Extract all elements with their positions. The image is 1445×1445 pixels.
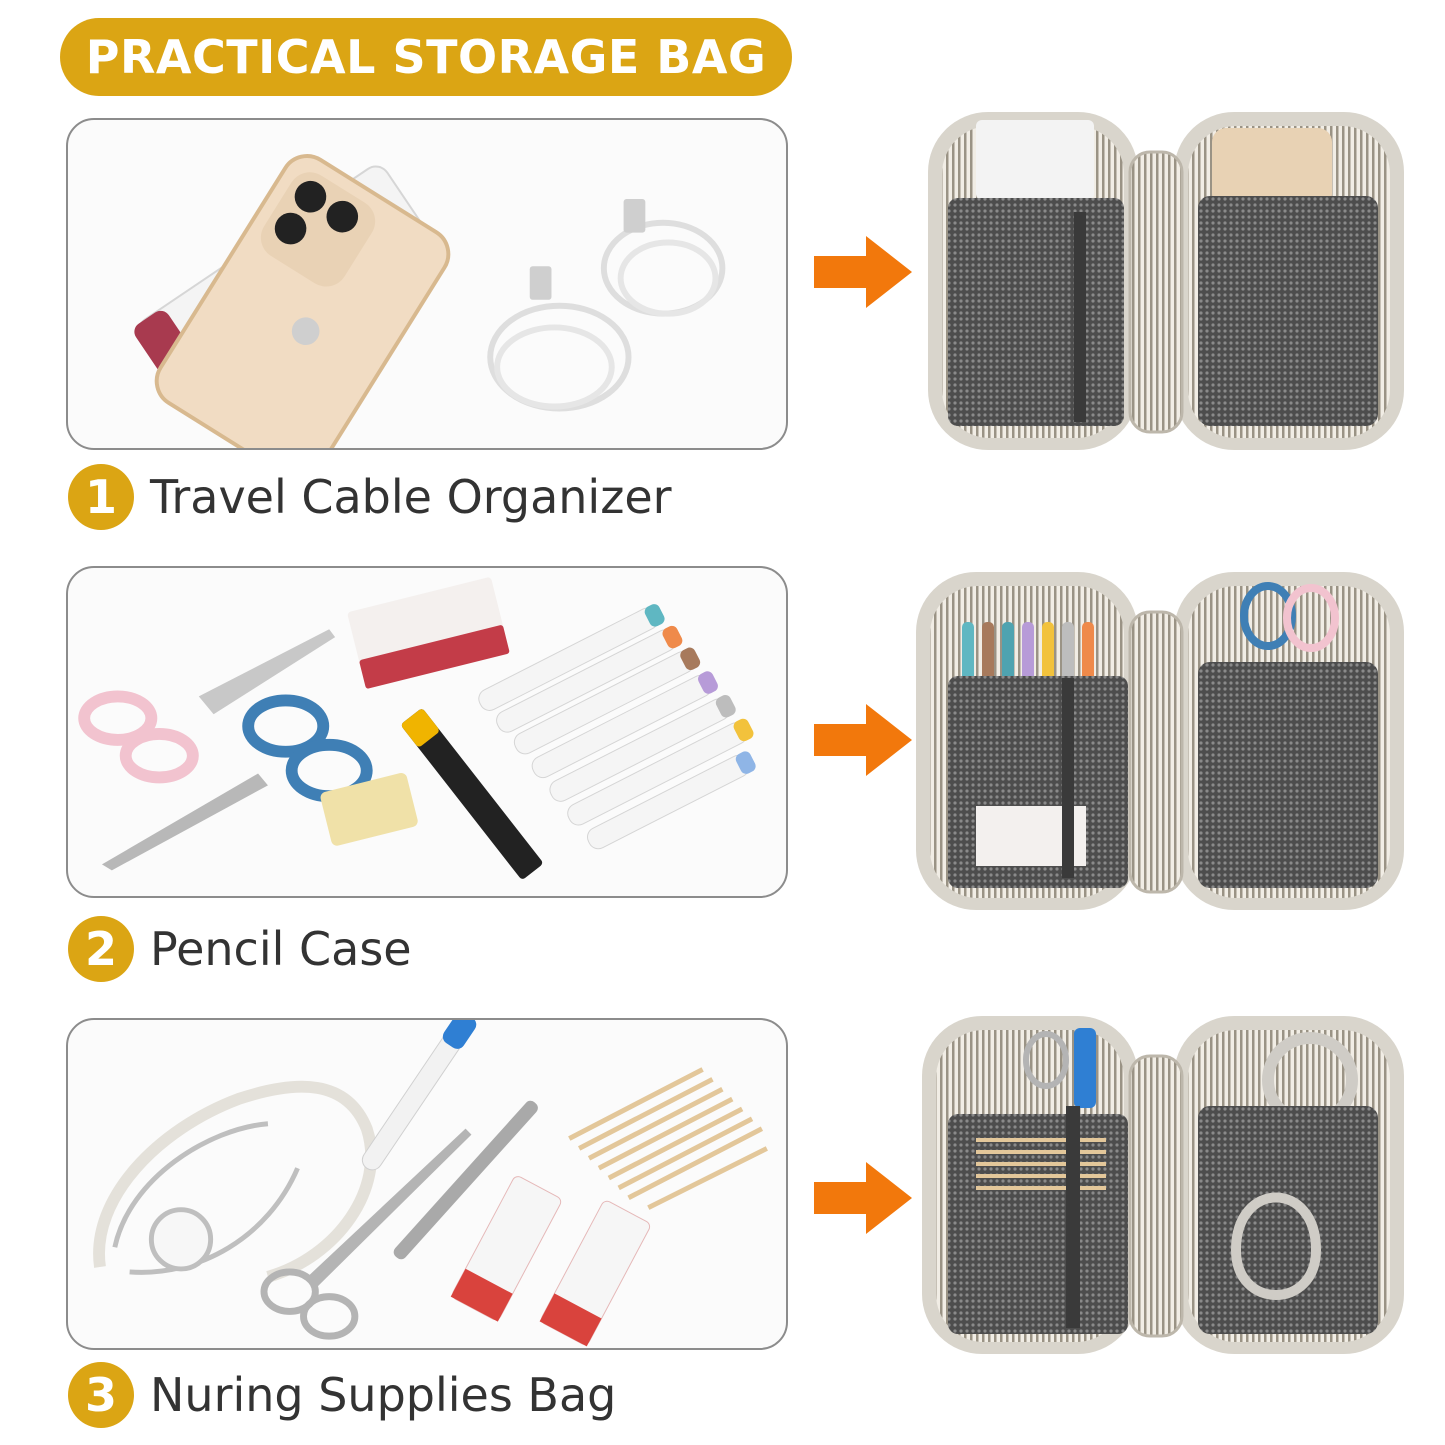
eraser-image — [320, 773, 418, 846]
tweezers-image — [393, 1100, 538, 1260]
staples-box-image — [347, 577, 510, 689]
page-title: PRACTICAL STORAGE BAG — [85, 30, 767, 84]
arrow-right-icon — [814, 236, 912, 308]
nursing-items-illustration — [93, 1020, 768, 1347]
surgical-scissors-image — [260, 1128, 472, 1340]
items-panel-nursing — [66, 1018, 788, 1350]
arrow-right-icon — [814, 1162, 912, 1234]
arrow-right-icon — [814, 704, 912, 776]
header-banner: PRACTICAL STORAGE BAG — [60, 18, 792, 96]
cables-image — [487, 219, 726, 412]
section-title: Travel Cable Organizer — [150, 470, 672, 524]
cable-items-illustration — [134, 154, 726, 448]
stethoscope-image — [93, 1080, 377, 1283]
step-number-badge: 2 — [68, 916, 134, 982]
bag-pencil-case-image — [916, 572, 1404, 910]
section-heading-2: 2 Pencil Case — [68, 914, 412, 984]
items-panel-pencil — [66, 566, 788, 898]
cotton-swabs-image — [568, 1067, 768, 1210]
section-heading-1: 1 Travel Cable Organizer — [68, 462, 672, 532]
blue-scissors-image — [101, 694, 373, 871]
section-heading-3: 3 Nuring Supplies Bag — [68, 1360, 616, 1430]
step-number-badge: 1 — [68, 464, 134, 530]
phone-image — [154, 154, 451, 448]
stationery-items-illustration — [78, 577, 756, 879]
bag-nursing-supplies-image — [922, 1016, 1404, 1354]
items-panel-cable — [66, 118, 788, 450]
bandages-image — [450, 1176, 651, 1347]
section-title: Pencil Case — [150, 922, 412, 976]
step-number-badge: 3 — [68, 1362, 134, 1428]
thermometer-image — [361, 1020, 477, 1171]
section-title: Nuring Supplies Bag — [150, 1368, 617, 1422]
highlighters-image — [478, 604, 756, 850]
utility-knife-image — [401, 709, 543, 879]
bag-cable-organizer-image — [928, 112, 1404, 450]
pink-scissors-image — [78, 629, 336, 784]
